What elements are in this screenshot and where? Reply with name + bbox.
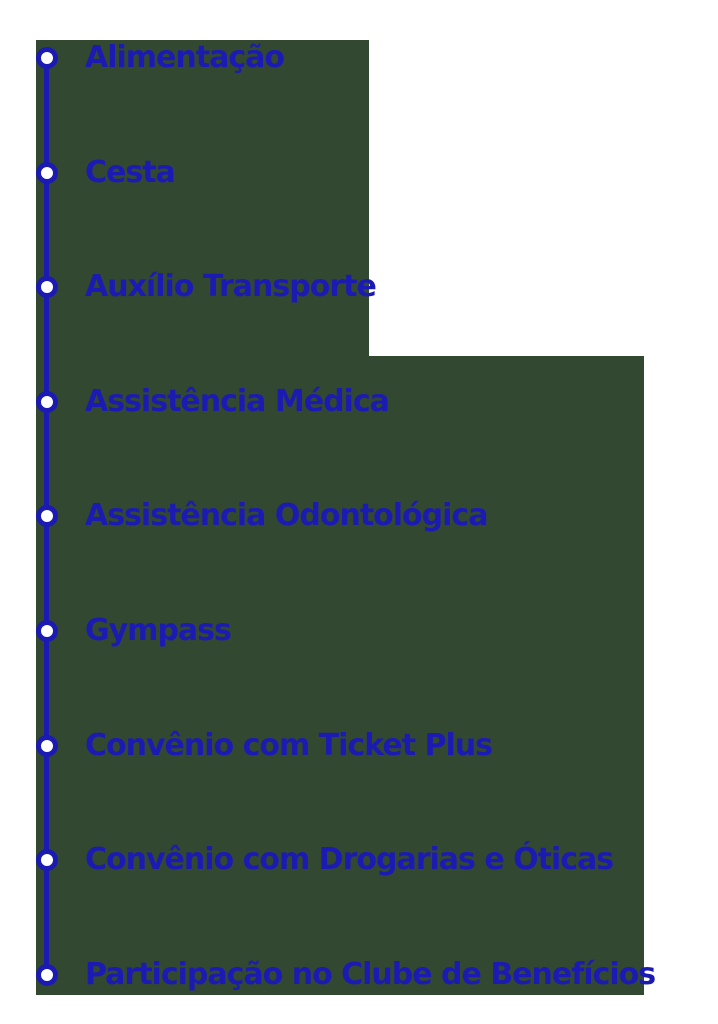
circle-dot-icon [36, 620, 58, 642]
benefit-label: Auxílio Transporte [85, 269, 377, 304]
circle-dot-icon [36, 964, 58, 986]
benefit-label: Alimentação [85, 40, 285, 75]
benefit-label: Participação no Clube de Benefícios [85, 957, 656, 992]
circle-dot-icon [36, 47, 58, 69]
circle-dot-icon [36, 505, 58, 527]
benefit-label: Gympass [85, 613, 232, 648]
benefit-label: Cesta [85, 155, 176, 190]
benefit-label: Convênio com Ticket Plus [85, 728, 493, 763]
circle-dot-icon [36, 276, 58, 298]
benefit-label: Convênio com Drogarias e Óticas [85, 842, 614, 877]
circle-dot-icon [36, 735, 58, 757]
circle-dot-icon [36, 391, 58, 413]
circle-dot-icon [36, 849, 58, 871]
green-panel-bottom [36, 356, 644, 995]
benefit-label: Assistência Médica [85, 384, 390, 419]
circle-dot-icon [36, 162, 58, 184]
benefit-label: Assistência Odontológica [85, 498, 488, 533]
green-panel-top [36, 40, 369, 356]
